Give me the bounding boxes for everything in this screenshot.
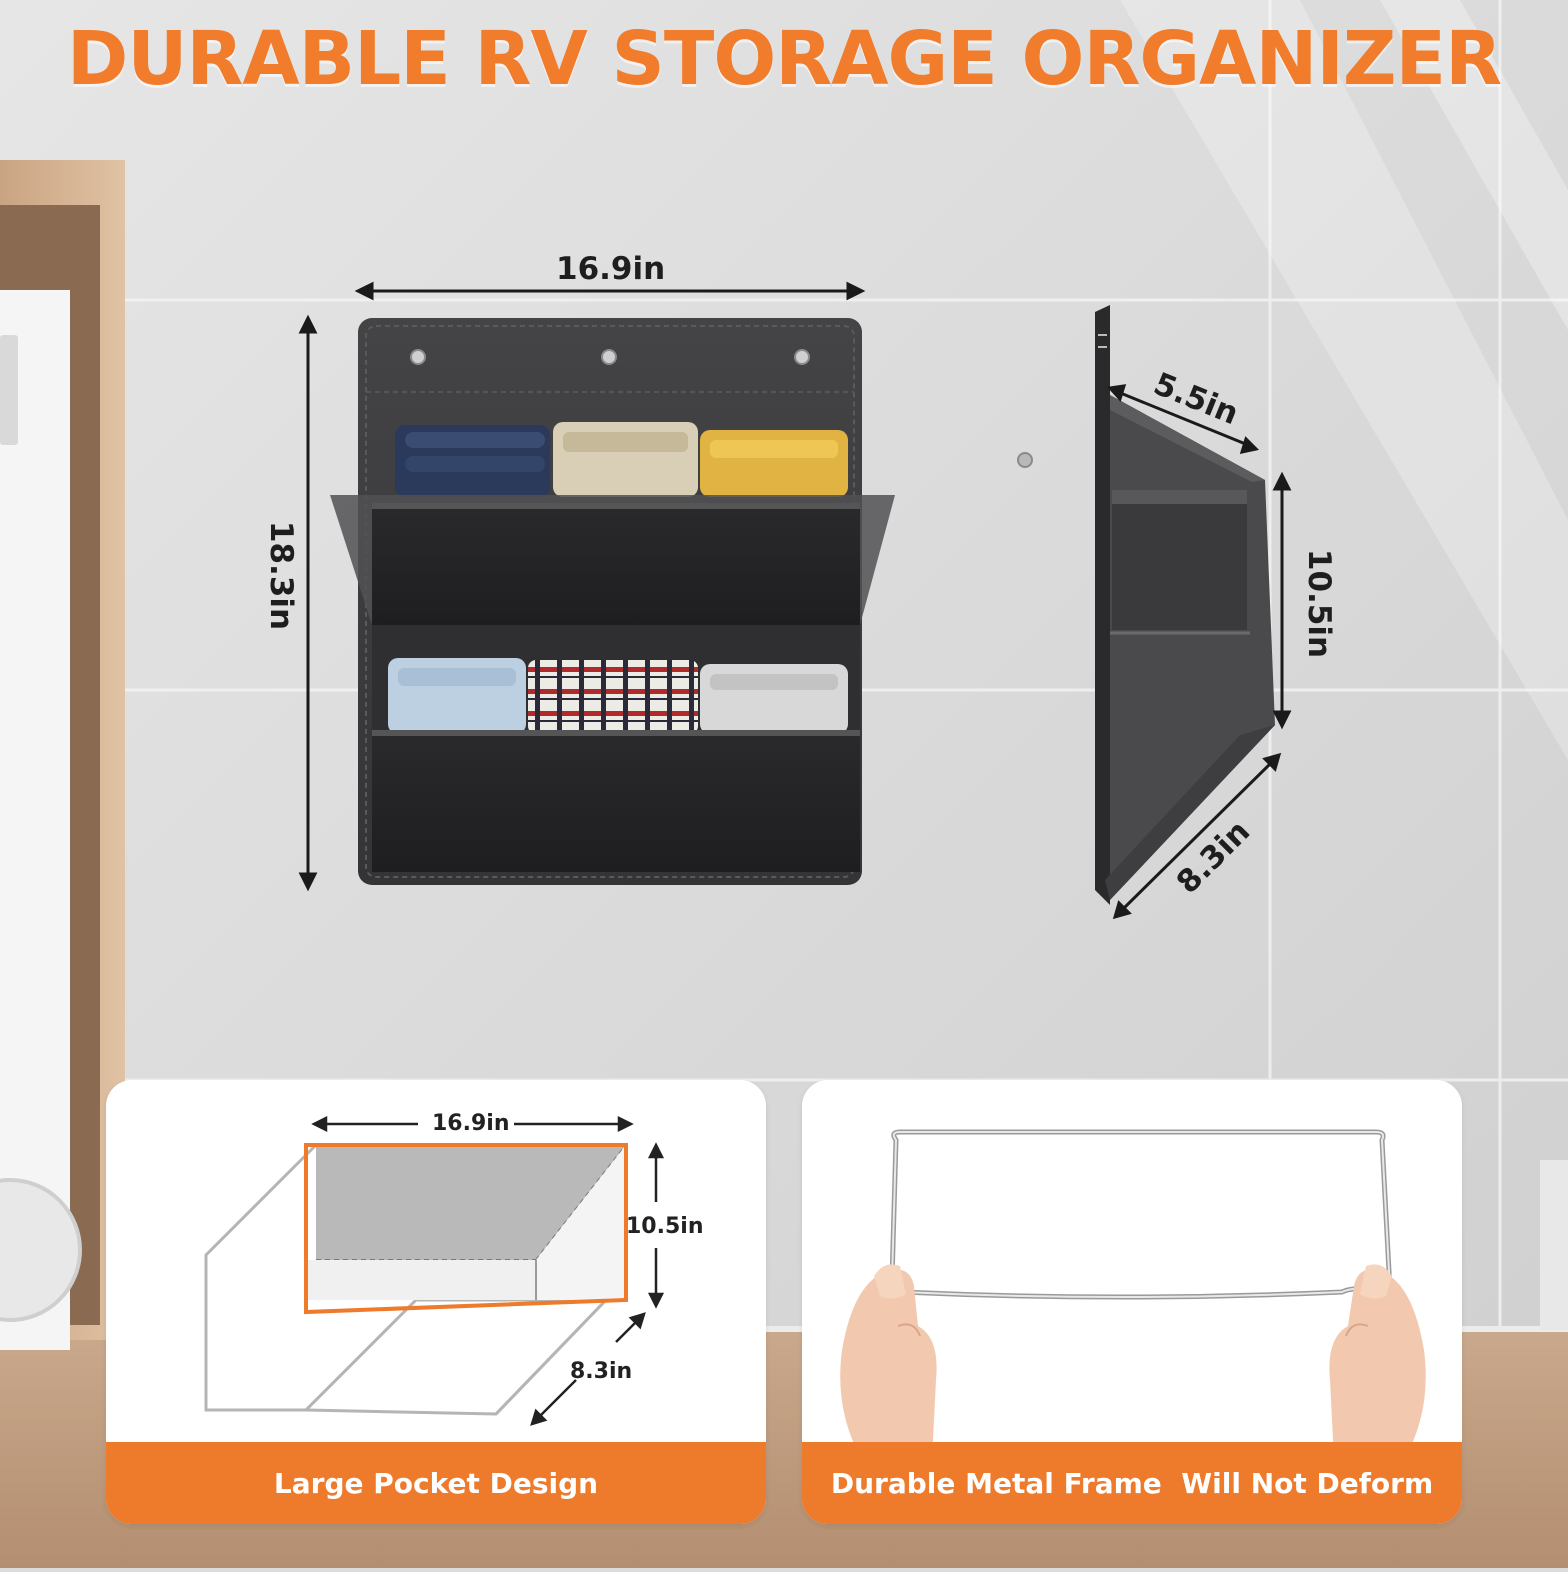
headline: DURABLE RV STORAGE ORGANIZER [66,16,1502,102]
height-label: 18.3in [263,520,300,631]
width-label: 16.9in [556,251,666,287]
side-pocket-height-label: 10.5in [1301,548,1338,659]
card-width-label: 16.9in [432,1111,510,1136]
card-depth-label: 8.3in [570,1359,633,1384]
pocket-diagram [204,1115,665,1426]
metal-frame-card: Durable Metal Frame Will Not Deform [802,1080,1462,1524]
card-height-label: 10.5in [626,1214,704,1239]
pocket-design-card: 16.9in 10.5in 8.3in Large Pocket Design [106,1080,766,1524]
pocket-design-caption: Large Pocket Design [106,1442,766,1524]
metal-frame-diagram [840,1129,1426,1460]
metal-frame-caption: Durable Metal Frame Will Not Deform [802,1442,1462,1524]
